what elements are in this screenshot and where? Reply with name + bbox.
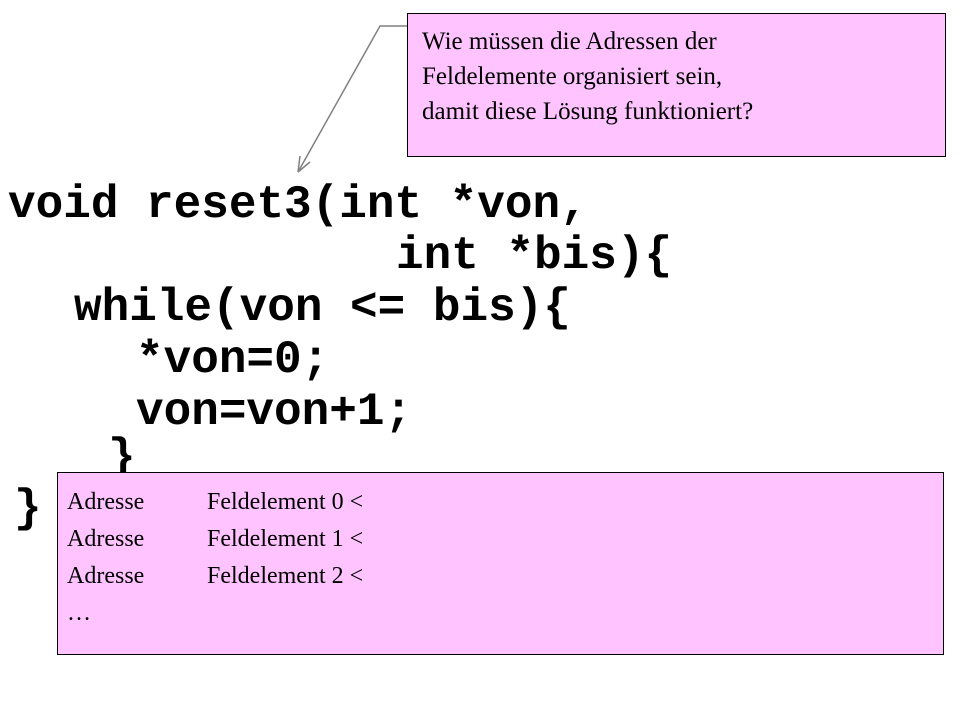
address-row-0: Adresse Feldelement 0 < [67,484,943,521]
address-element-text: Feldelement 1 < [207,526,364,552]
address-row-2: Adresse Feldelement 2 < [67,558,943,595]
question-line-1: Wie müssen die Adressen der [422,28,717,55]
question-line-2: Feldelemente organisiert sein, [422,63,723,90]
address-element-text: Feldelement 2 < [207,563,364,589]
address-label: Adresse [67,526,145,552]
address-label: Adresse [67,489,145,515]
code-line-close-function: } [14,483,42,535]
code-line-signature-1: void reset3(int *von, [8,179,588,231]
question-callout: Wie müssen die Adressen der Feldelemente… [407,13,946,157]
code-line-increment: von=von+1; [136,386,413,438]
code-line-while: while(von <= bis){ [74,282,571,334]
address-label: Adresse [67,563,145,589]
address-ellipsis: … [67,600,91,626]
address-row-1: Adresse Feldelement 1 < [67,521,943,558]
address-element-text: Feldelement 0 < [207,489,364,515]
question-line-3: damit diese Lösung funktioniert? [422,98,754,125]
code-line-assign-zero: *von=0; [136,334,330,386]
code-line-signature-2: int *bis){ [396,230,673,282]
